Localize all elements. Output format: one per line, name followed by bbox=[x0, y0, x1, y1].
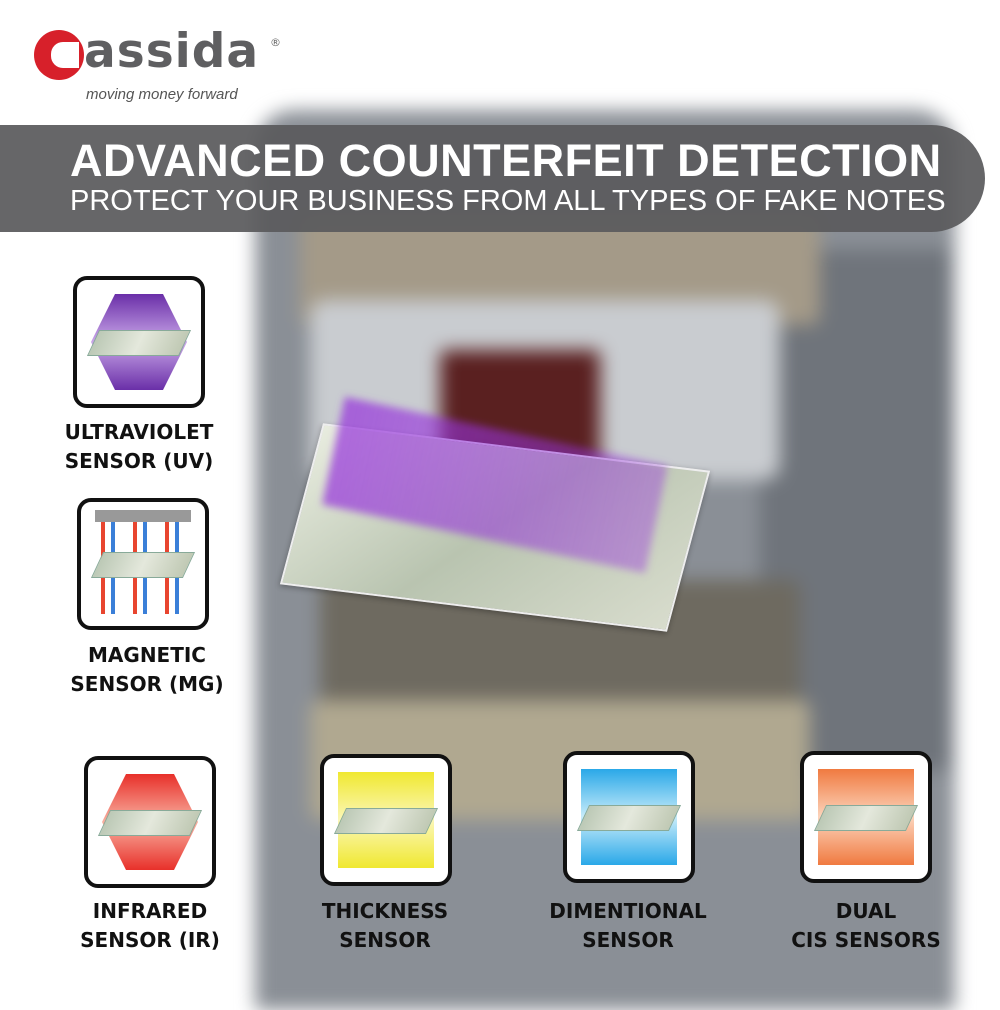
infrared-sensor-icon bbox=[84, 756, 216, 888]
thickness-sensor-icon bbox=[320, 754, 452, 886]
label-line: SENSOR bbox=[339, 928, 431, 952]
label-line: THICKNESS bbox=[321, 899, 449, 923]
dual-cis-sensor-label: DUAL CIS SENSORS bbox=[766, 897, 966, 955]
dimensional-sensor-icon bbox=[563, 751, 695, 883]
magnetic-sensor-icon bbox=[77, 498, 209, 630]
label-line: SENSOR bbox=[582, 928, 674, 952]
dimensional-sensor-label: DIMENTIONAL SENSOR bbox=[528, 897, 728, 955]
logo-c-mark bbox=[34, 30, 84, 80]
uv-sensor-label: ULTRAVIOLET SENSOR (UV) bbox=[39, 418, 239, 476]
label-line: INFRARED bbox=[92, 899, 208, 923]
label-line: SENSOR (UV) bbox=[64, 449, 214, 473]
label-line: ULTRAVIOLET bbox=[64, 420, 214, 444]
headline-banner: ADVANCED COUNTERFEIT DETECTION PROTECT Y… bbox=[0, 125, 985, 232]
label-line: DUAL bbox=[835, 899, 897, 923]
thickness-sensor-label: THICKNESS SENSOR bbox=[285, 897, 485, 955]
brand-name: assida bbox=[84, 24, 260, 79]
infrared-sensor-label: INFRARED SENSOR (IR) bbox=[50, 897, 250, 955]
registered-mark: ® bbox=[270, 36, 281, 49]
brand-tagline: moving money forward bbox=[86, 86, 238, 103]
label-line: MAGNETIC bbox=[88, 643, 206, 667]
banner-subtitle: PROTECT YOUR BUSINESS FROM ALL TYPES OF … bbox=[70, 185, 946, 217]
magnetic-sensor-label: MAGNETIC SENSOR (MG) bbox=[47, 641, 247, 699]
label-line: SENSOR (MG) bbox=[70, 672, 224, 696]
label-line: DIMENTIONAL bbox=[549, 899, 707, 923]
dual-cis-sensor-icon bbox=[800, 751, 932, 883]
banner-title: ADVANCED COUNTERFEIT DETECTION bbox=[70, 135, 942, 186]
label-line: CIS SENSORS bbox=[791, 928, 941, 952]
ultraviolet-sensor-icon bbox=[73, 276, 205, 408]
label-line: SENSOR (IR) bbox=[80, 928, 220, 952]
